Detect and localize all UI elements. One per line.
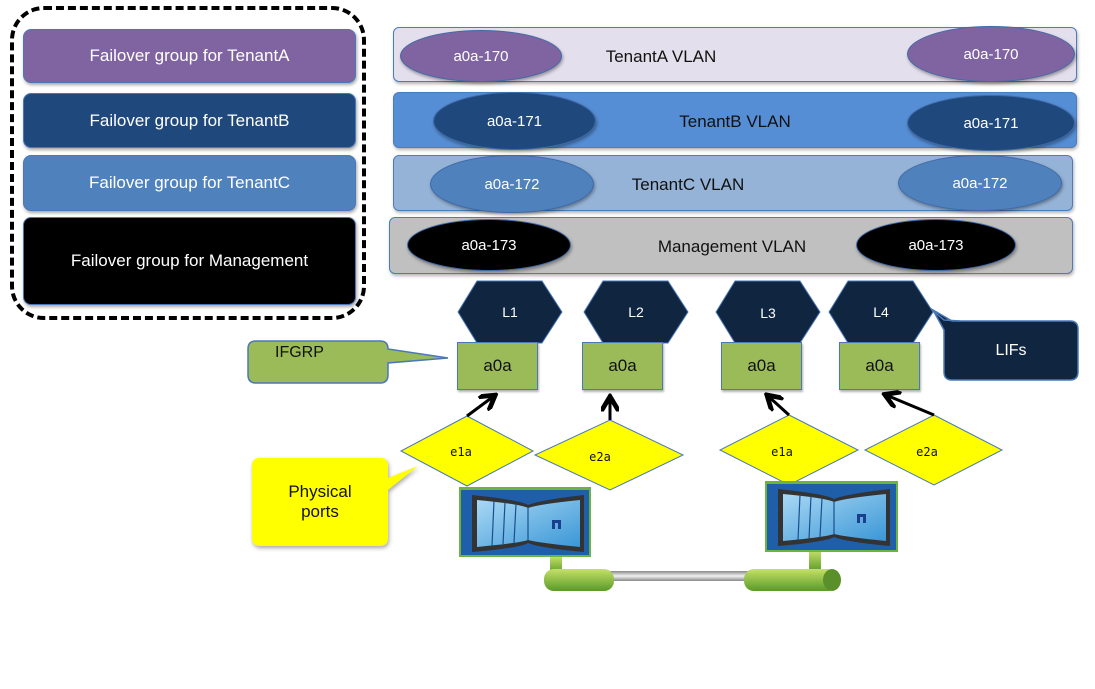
vlan-port-oval[interactable]: a0a-172 (430, 155, 594, 213)
lifs-callout (931, 308, 1079, 381)
ifgrp-label: a0a (747, 356, 776, 375)
lif-label[interactable]: L1 (502, 304, 518, 320)
ifgrp-box[interactable]: a0a (839, 342, 920, 390)
ifgrp-callout (247, 340, 449, 384)
failover-group-label: Failover group for TenantC (89, 173, 290, 192)
storage-controller-icon (459, 487, 591, 557)
lif-label[interactable]: L4 (873, 304, 889, 320)
ifgrp-label: a0a (608, 356, 637, 375)
vlan-port-oval[interactable]: a0a-171 (433, 92, 596, 150)
vlan-port-label: a0a-172 (952, 174, 1008, 192)
vlan-port-oval[interactable]: a0a-172 (898, 155, 1062, 211)
failover-group-label: Failover group for TenantB (89, 110, 290, 130)
failover-group-tenant-b[interactable]: Failover group for TenantB (23, 93, 356, 148)
vlan-port-label: a0a-173 (461, 236, 517, 254)
vlan-port-oval[interactable]: a0a-170 (400, 30, 562, 82)
vlan-port-oval[interactable]: a0a-173 (856, 219, 1016, 271)
lif-label[interactable]: L3 (760, 305, 776, 321)
storage-controller-icon (765, 481, 898, 552)
vlan-port-label: a0a-170 (963, 45, 1019, 63)
vlan-label: TenantC VLAN (631, 175, 745, 194)
vlan-label: TenantA VLAN (605, 47, 717, 66)
failover-group-tenant-a[interactable]: Failover group for TenantA (23, 29, 356, 83)
ifgrp-box[interactable]: a0a (721, 342, 802, 390)
ifgrp-box[interactable]: a0a (457, 342, 538, 390)
port-diamond (533, 419, 685, 491)
failover-group-label: Failover group for Management (70, 251, 309, 270)
lif-hexagon (457, 280, 563, 344)
failover-group-tenant-c[interactable]: Failover group for TenantC (23, 155, 356, 211)
port-diamond (399, 415, 535, 487)
vlan-port-oval[interactable]: a0a-173 (407, 219, 571, 271)
vlan-port-label: a0a-170 (453, 47, 509, 65)
lif-hexagon (583, 280, 689, 344)
physical-port-label[interactable]: e1a (771, 445, 793, 459)
ifgrp-box[interactable]: a0a (582, 342, 663, 390)
failover-groups-boundary (10, 6, 366, 320)
physical-ports-callout (252, 458, 418, 546)
physical-port-label[interactable]: e2a (916, 445, 938, 459)
vlan-port-label: a0a-172 (484, 175, 540, 193)
ifgrp-label: a0a (483, 356, 512, 375)
failover-group-management[interactable]: Failover group for Management (23, 217, 356, 305)
vlan-port-label: a0a-173 (908, 236, 964, 254)
pipe (544, 569, 614, 591)
link-arrow (886, 395, 935, 417)
lifs-callout-label: LIFs (995, 341, 1027, 359)
vlan-label: Management VLAN (657, 237, 807, 256)
physical-port-label[interactable]: e2a (589, 450, 611, 464)
link-arrow (466, 396, 494, 418)
vlan-port-oval[interactable]: a0a-170 (907, 26, 1075, 82)
port-diamond (863, 414, 1004, 486)
vlan-port-label: a0a-171 (963, 114, 1019, 132)
link-arrow (768, 396, 791, 417)
vlan-port-oval[interactable]: a0a-171 (907, 95, 1075, 151)
vlan-port-label: a0a-171 (486, 112, 543, 130)
ifgrp-label: a0a (865, 356, 894, 375)
pipe (744, 569, 838, 591)
lif-label[interactable]: L2 (628, 304, 644, 320)
failover-group-label: Failover group for TenantA (89, 46, 290, 65)
physical-port-label[interactable]: e1a (450, 445, 472, 459)
ifgrp-callout-label: IFGRP (275, 344, 324, 361)
cluster-cable (600, 571, 750, 581)
vlan-label: TenantB VLAN (679, 112, 791, 131)
physical-ports-callout-label: Physical ports (288, 482, 352, 521)
